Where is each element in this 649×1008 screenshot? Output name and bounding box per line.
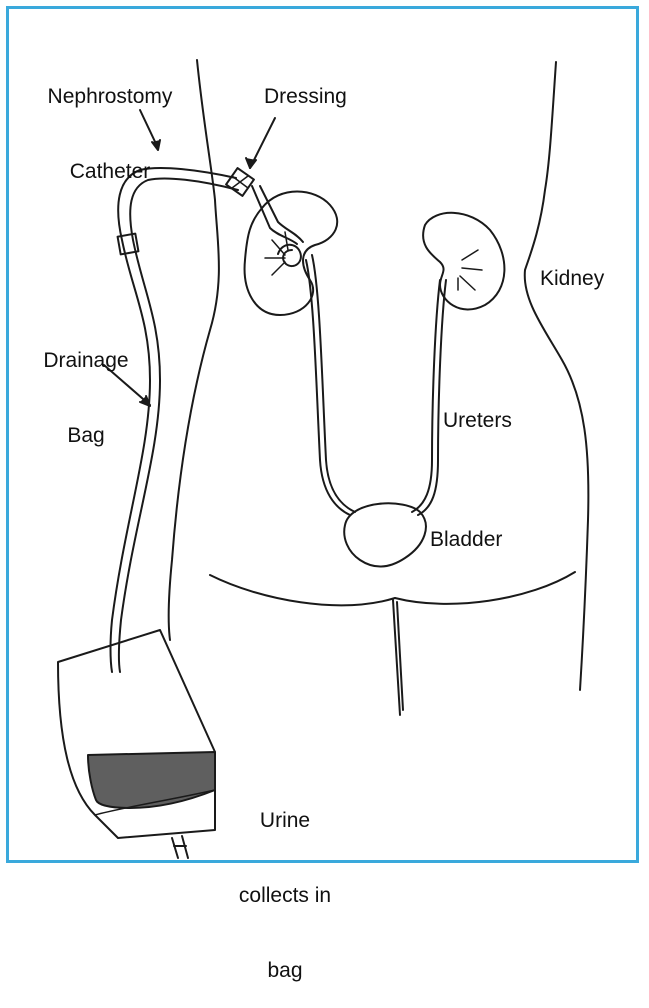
label-nephrostomy-catheter: Nephrostomy Catheter xyxy=(30,34,190,209)
ureter-left xyxy=(312,255,355,512)
catheter-coil xyxy=(278,245,301,266)
label-catheter-line2: Catheter xyxy=(30,159,190,184)
kidney-right xyxy=(423,213,504,310)
label-nephrostomy-line1: Nephrostomy xyxy=(30,84,190,109)
buttocks-right xyxy=(395,572,575,604)
body-outline-right xyxy=(525,62,589,690)
label-drainage-bag: Drainage Bag xyxy=(26,298,146,473)
label-kidney: Kidney xyxy=(540,266,604,291)
label-drainage-line1: Drainage xyxy=(26,348,146,373)
ureter-right xyxy=(412,280,440,512)
tube-connector xyxy=(118,234,139,255)
label-dressing: Dressing xyxy=(264,84,347,109)
label-urine-collects: Urine collects in bag xyxy=(225,758,345,1008)
label-urine-line1: Urine xyxy=(225,808,345,833)
cleft-line xyxy=(393,600,400,715)
label-urine-line3: bag xyxy=(225,958,345,983)
buttocks-left xyxy=(210,575,395,605)
urine-fill xyxy=(88,752,215,808)
label-urine-line2: collects in xyxy=(225,883,345,908)
label-bag-line2: Bag xyxy=(26,423,146,448)
kidney-left xyxy=(245,192,338,316)
label-ureters: Ureters xyxy=(443,408,512,433)
bladder xyxy=(344,503,426,566)
label-bladder: Bladder xyxy=(430,527,502,552)
